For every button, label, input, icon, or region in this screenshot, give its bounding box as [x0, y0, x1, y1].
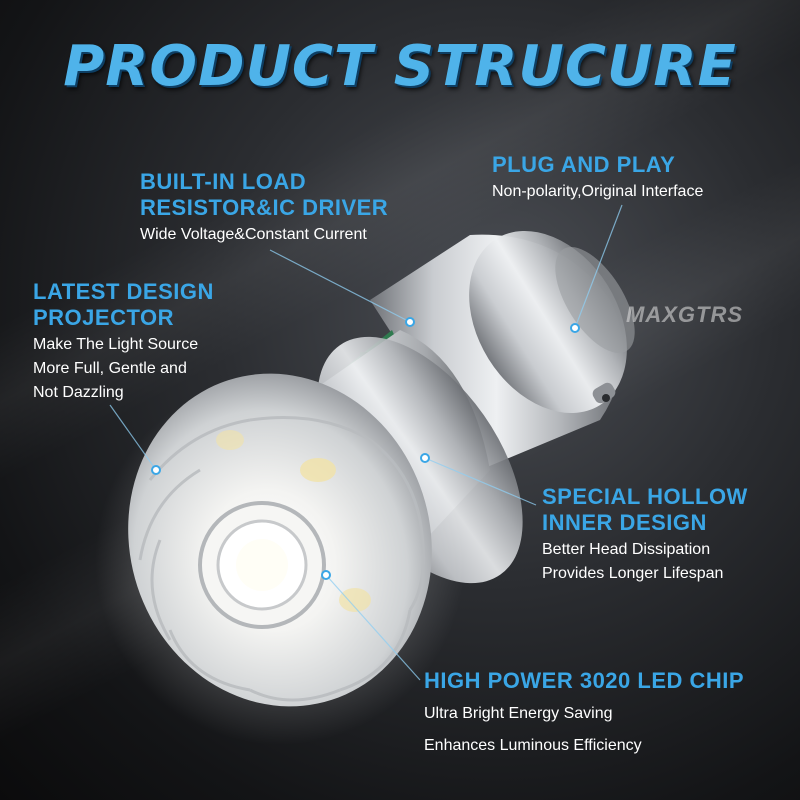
callout-description: Ultra Bright Energy Saving: [424, 705, 613, 722]
callout-description: More Full, Gentle and: [33, 360, 187, 377]
callout-title: HIGH POWER 3020 LED CHIP: [424, 668, 745, 693]
callout-title: PLUG AND PLAY: [492, 152, 676, 177]
callout-led-chip: HIGH POWER 3020 LED CHIP Ultra Bright En…: [424, 668, 744, 758]
callout-projector: LATEST DESIGN PROJECTOR Make The Light S…: [33, 279, 214, 403]
callout-title: BUILT-IN LOAD: [140, 169, 307, 194]
marker-dot: [420, 453, 430, 463]
bulb-socket-body: [370, 230, 635, 470]
marker-dot: [151, 465, 161, 475]
callout-title: SPECIAL HOLLOW: [542, 484, 748, 509]
callout-description: Better Head Dissipation: [542, 541, 711, 558]
callout-title: PROJECTOR: [33, 305, 175, 330]
callout-description: Provides Longer Lifespan: [542, 565, 724, 582]
leader-dots: [151, 317, 580, 580]
callout-title: INNER DESIGN: [542, 510, 707, 535]
page-title: PRODUCT STRUCURE: [63, 34, 737, 99]
callout-description: Make The Light Source: [33, 336, 199, 353]
callout-hollow-design: SPECIAL HOLLOW INNER DESIGN Better Head …: [542, 484, 748, 584]
callout-description: Not Dazzling: [33, 384, 124, 401]
callout-plug-and-play: PLUG AND PLAY Non-polarity,Original Inte…: [492, 152, 703, 202]
marker-dot: [570, 323, 580, 333]
callout-title: RESISTOR&IC DRIVER: [140, 195, 389, 220]
projector-lens: [95, 373, 465, 745]
leader-lines: [109, 204, 623, 681]
marker-dot: [321, 570, 331, 580]
callout-title: LATEST DESIGN: [33, 279, 214, 304]
callout-description: Non-polarity,Original Interface: [492, 183, 704, 200]
callout-description: Enhances Luminous Efficiency: [424, 737, 642, 754]
bayonet-pin: [592, 382, 616, 404]
brand-watermark: MAXGTRS: [626, 302, 743, 327]
marker-dot: [405, 317, 415, 327]
callout-description: Wide Voltage&Constant Current: [140, 226, 367, 243]
callout-load-resistor: BUILT-IN LOAD RESISTOR&IC DRIVER Wide Vo…: [140, 169, 388, 245]
